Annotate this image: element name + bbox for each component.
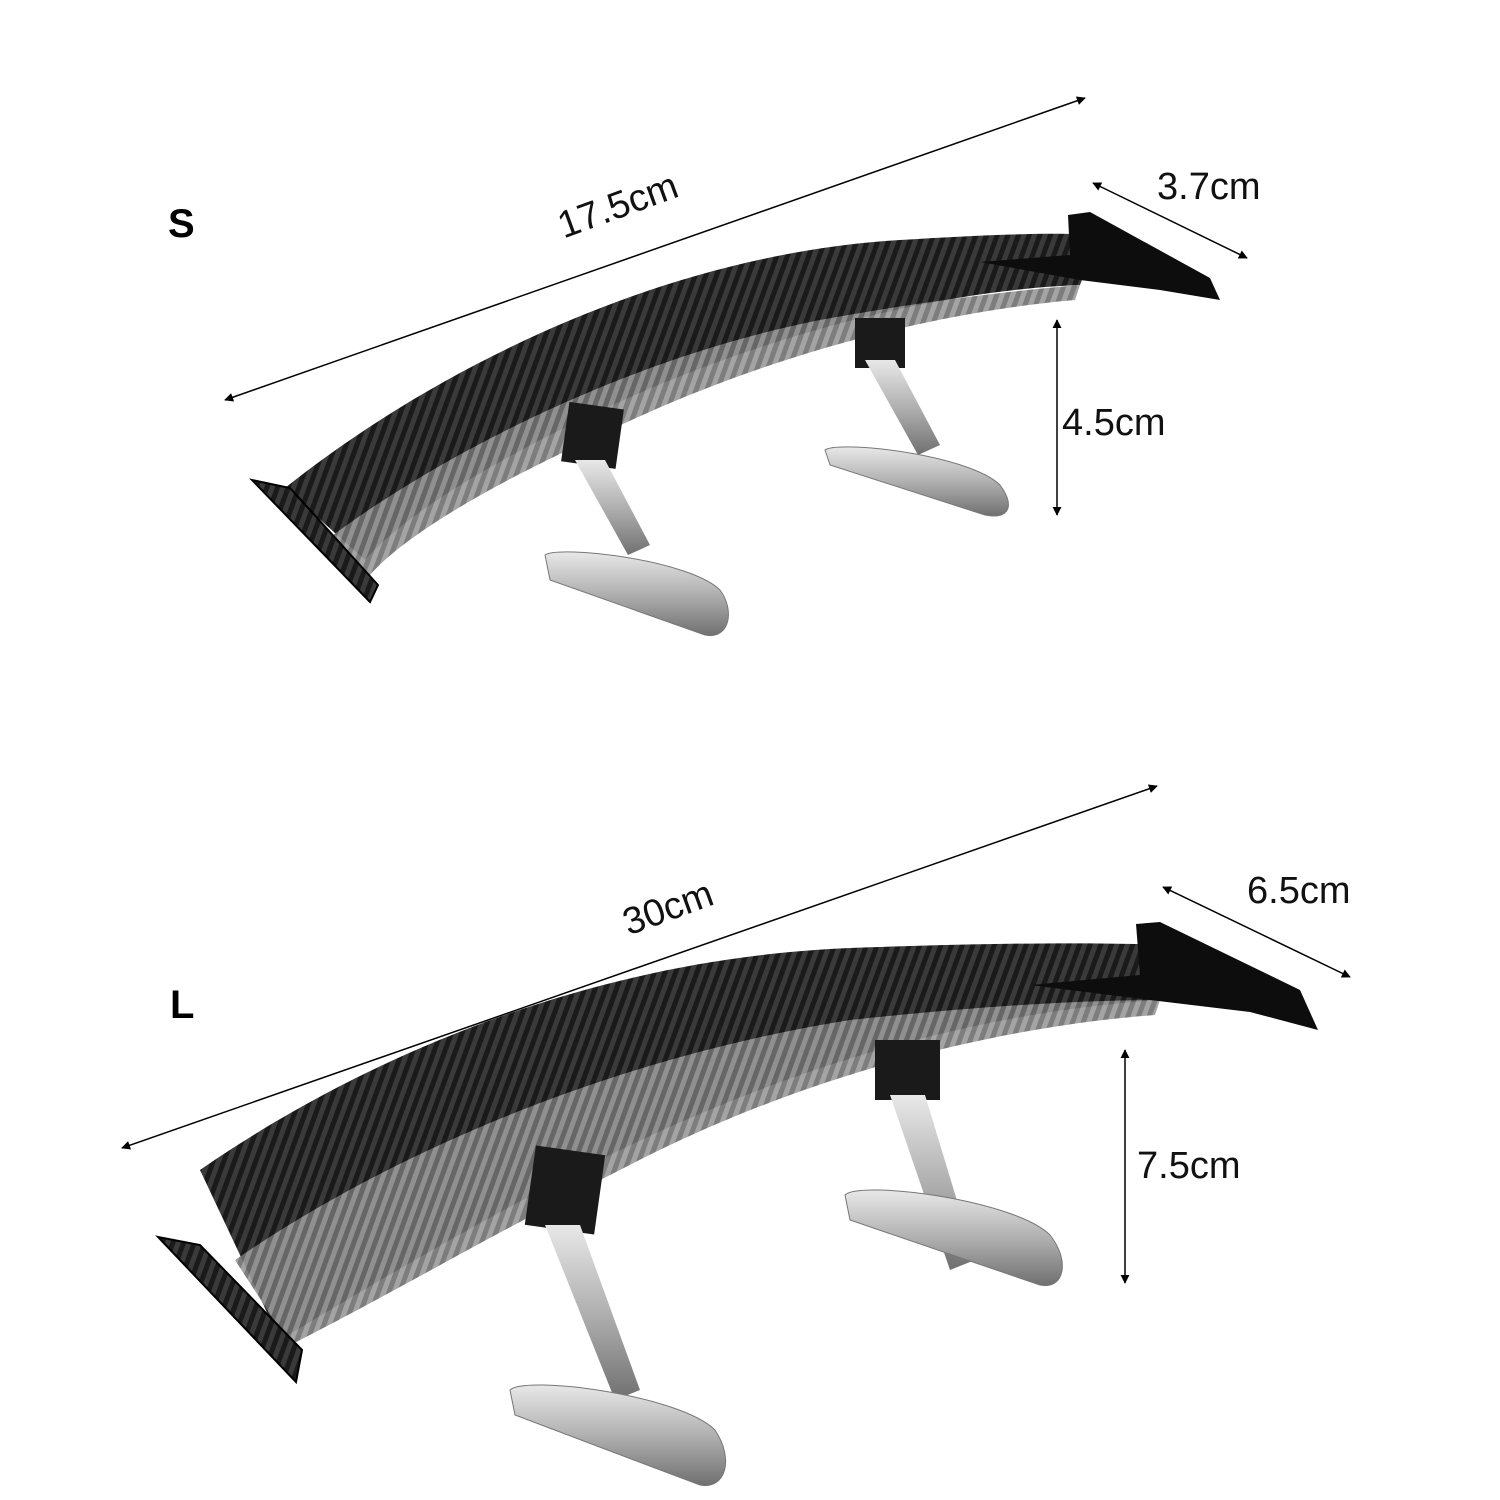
dimension-endplate-l: 6.5cm (1247, 870, 1351, 912)
dimension-height-l: 7.5cm (1137, 1145, 1241, 1187)
mount-leg-left-l (509, 1145, 727, 1486)
dimension-line-endplate-s (1092, 182, 1248, 259)
size-label-l: L (170, 983, 195, 1027)
dimension-line-length-s (224, 96, 1086, 402)
wing-blade-underside-l (235, 1000, 1160, 1345)
endplate-right-s (980, 212, 1220, 300)
dimension-endplate-s: 3.7cm (1157, 166, 1261, 208)
endplate-left-s (249, 478, 380, 604)
spoiler-l (121, 784, 1351, 1486)
size-label-s: S (168, 202, 195, 246)
endplate-right-l (1030, 922, 1318, 1030)
endplate-left-l (155, 1235, 304, 1385)
spoiler-s (224, 96, 1248, 636)
mount-leg-right-l (844, 1040, 1063, 1286)
mount-leg-right-s (824, 318, 1009, 517)
dimension-line-length-l (121, 784, 1158, 1150)
mount-leg-left-s (544, 401, 729, 636)
wing-blade-underside-s (320, 285, 1080, 575)
dimension-line-endplate-l (1162, 886, 1351, 978)
dimension-height-s: 4.5cm (1062, 402, 1166, 444)
